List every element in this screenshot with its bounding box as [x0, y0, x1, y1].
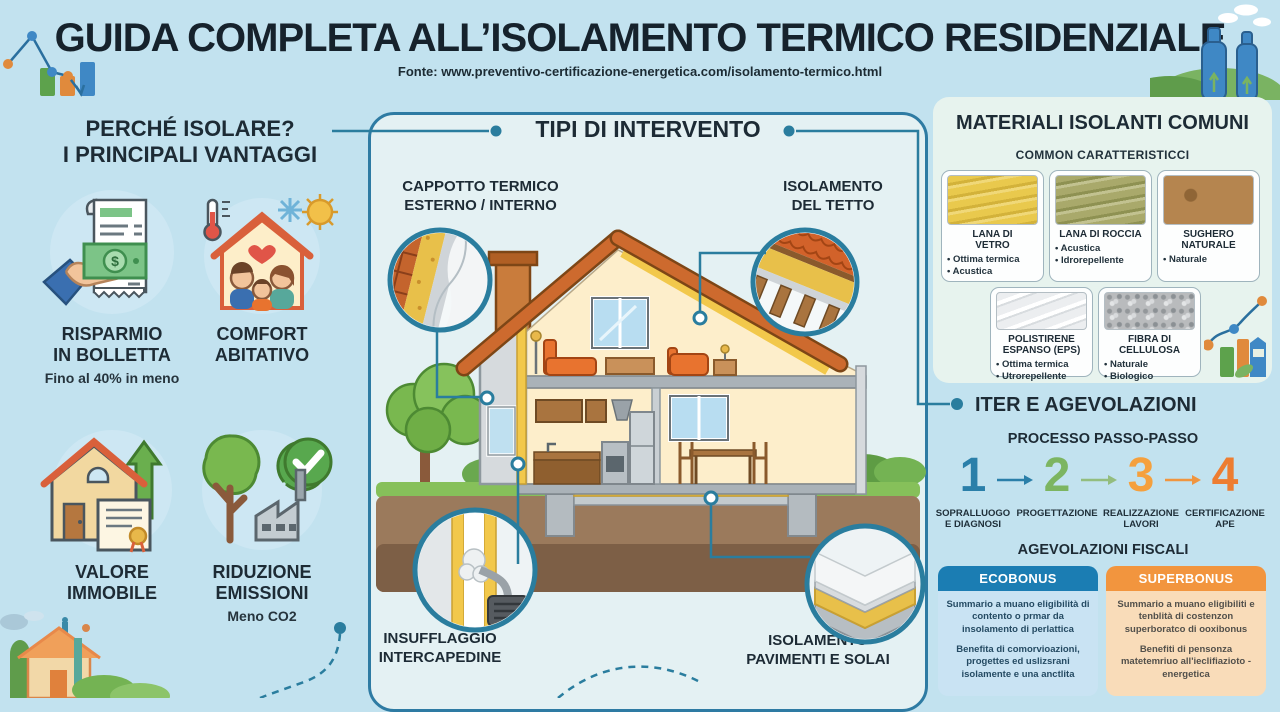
step-label: PROGETTAZIONE	[1016, 508, 1098, 519]
rock-wool-swatch	[1055, 175, 1146, 225]
growth-chart-decoration-icon	[1204, 296, 1267, 378]
step-number: 1	[959, 449, 987, 502]
ecobonus-text-2: Benefita di comorvioazioni, progettes ed…	[956, 644, 1080, 680]
superbonus-card: SUPERBONUS Summario a muano eligibiliti …	[1106, 566, 1266, 696]
process-steps: 1 SOPRALLUOGO E DIAGNOSI 2 PROGETTAZIONE…	[931, 452, 1271, 542]
material-features: AcusticaIdrorepellente	[1055, 243, 1146, 267]
page-title: GUIDA COMPLETA ALL’ISOLAMENTO TERMICO RE…	[54, 16, 1227, 60]
superbonus-text-1: Summario a muano eligibiliti e tenblità …	[1117, 599, 1255, 635]
material-card-sughero: SUGHERO NATURALE Naturale	[1157, 170, 1260, 282]
material-card-lana-vetro: LANA DI VETRO Ottima termicaAcustica	[941, 170, 1044, 282]
family-house-icon	[203, 194, 338, 314]
step-label: SOPRALLUOGO E DIAGNOSI	[935, 508, 1011, 531]
material-card-eps: POLISTIRENE ESPANSO (EPS) Ottima termica…	[990, 287, 1093, 382]
benefit-caption: Fino al 40% in meno	[44, 370, 180, 387]
tree-factory-check-icon	[202, 430, 333, 550]
superbonus-title: SUPERBONUS	[1106, 566, 1266, 591]
benefits-heading: PERCHÉ ISOLARE? I PRINCIPALI VANTAGGI	[62, 116, 318, 168]
materials-subheading: COMMON CARATTERISTICCI	[1015, 148, 1190, 162]
material-name: LANA DI ROCCIA	[1059, 229, 1142, 240]
iter-heading: ITER E AGEVOLAZIONI	[975, 394, 1197, 416]
benefit-risparmio: $ RISPARMIO IN BOLLETTA Fino al 40% in m…	[36, 186, 188, 386]
house-decoration-icon	[0, 611, 170, 698]
factory-trees-decoration-icon	[1150, 4, 1280, 100]
wall-detail-callout	[383, 223, 497, 337]
step-1: 1 SOPRALLUOGO E DIAGNOSI	[931, 452, 1015, 531]
ecobonus-text-1: Summario a muano eligibilità di contento…	[946, 599, 1090, 635]
material-features: Ottima termicaAcustica	[947, 254, 1038, 278]
material-card-lana-roccia: LANA DI ROCCIA AcusticaIdrorepellente	[1049, 170, 1152, 282]
fiscal-heading: AGEVOLAZIONI FISCALI	[1017, 542, 1189, 558]
step-arrow-icon	[1081, 475, 1117, 485]
ecobonus-title: ECOBONUS	[938, 566, 1098, 591]
source-url: Fonte: www.preventivo-certificazione-ene…	[397, 64, 883, 79]
step-label: CERTIFICAZIONE APE	[1185, 508, 1265, 531]
material-name: POLISTIRENE ESPANSO (EPS)	[1002, 334, 1081, 357]
benefit-label: COMFORT ABITATIVO	[214, 324, 310, 365]
step-number: 4	[1211, 449, 1239, 502]
benefit-emissioni: RIDUZIONE EMISSIONI Meno CO2	[186, 422, 338, 624]
ecobonus-card: ECOBONUS Summario a muano eligibilità di…	[938, 566, 1098, 696]
process-subheading: PROCESSO PASSO-PASSO	[1007, 431, 1199, 447]
cellulose-swatch	[1104, 292, 1195, 330]
materials-heading: MATERIALI ISOLANTI COMUNI	[956, 112, 1249, 134]
material-name: SUGHERO NATURALE	[1181, 229, 1236, 252]
step-2: 2 PROGETTAZIONE	[1015, 449, 1099, 520]
benefit-label: RIDUZIONE EMISSIONI	[212, 562, 312, 603]
label-pavimenti: ISOLAMENTO PAVIMENTI E SOLAI	[746, 632, 890, 668]
benefit-label: RISPARMIO IN BOLLETTA	[53, 324, 171, 365]
step-label: REALIZZAZIONE LAVORI	[1103, 508, 1179, 531]
interventions-heading: TIPI DI INTERVENTO	[535, 116, 761, 142]
label-cappotto: CAPPOTTO TERMICO ESTERNO / INTERNO	[402, 178, 559, 214]
benefit-caption: Meno CO2	[227, 608, 297, 625]
eps-swatch	[996, 292, 1087, 330]
step-4: 4 CERTIFICAZIONE APE	[1183, 452, 1267, 531]
benefit-comfort: COMFORT ABITATIVO	[186, 186, 338, 365]
glass-wool-swatch	[947, 175, 1038, 225]
material-name: LANA DI VETRO	[972, 229, 1013, 252]
material-name: FIBRA DI CELLULOSA	[1118, 334, 1181, 357]
material-features: Ottima termicaUtrorepellente	[996, 359, 1087, 383]
step-3: 3 REALIZZAZIONE LAVORI	[1099, 452, 1183, 531]
step-arrow-icon	[1165, 475, 1201, 485]
money-receipt-icon: $	[42, 190, 174, 314]
benefit-label: VALORE IMMOBILE	[67, 562, 157, 603]
superbonus-text-2: Benefiti di pensonza matetemriuo all'iec…	[1120, 644, 1251, 680]
step-number: 2	[1043, 449, 1071, 502]
material-features: Naturale	[1163, 254, 1254, 266]
step-arrow-icon	[997, 475, 1033, 485]
chart-decoration-icon	[3, 31, 95, 97]
house-cross-section-illustration	[376, 218, 926, 645]
cork-swatch	[1163, 175, 1254, 225]
floor-detail-callout	[804, 523, 926, 645]
label-insufflaggio: INSUFFLAGGIO INTERCAPEDINE	[378, 630, 502, 666]
step-number: 3	[1127, 449, 1155, 502]
material-card-cellulosa: FIBRA DI CELLULOSA NaturaleBiologico	[1098, 287, 1201, 382]
svg-text:$: $	[111, 253, 119, 269]
house-arrow-certificate-icon	[40, 430, 172, 553]
benefit-valore: VALORE IMMOBILE	[36, 422, 188, 603]
material-features: NaturaleBiologico	[1104, 359, 1195, 383]
